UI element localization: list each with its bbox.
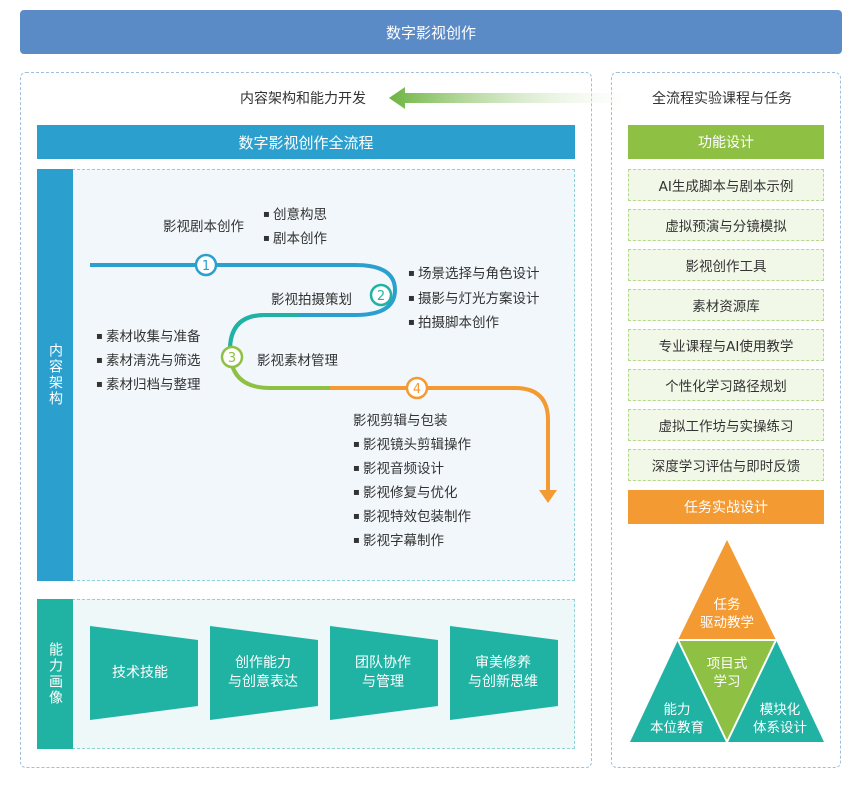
stage-1-item: 剧本创作 bbox=[263, 227, 327, 247]
function-item: 素材资源库 bbox=[628, 289, 824, 321]
process-title: 数字影视创作全流程 bbox=[238, 133, 374, 152]
stage-4-number: 4 bbox=[413, 382, 421, 397]
task-design-header: 任务实战设计 bbox=[628, 490, 824, 524]
triangle-center bbox=[678, 640, 776, 742]
function-item: 个性化学习路径规划 bbox=[628, 369, 824, 401]
flow-segment-2 bbox=[228, 313, 300, 351]
stage-3-number: 3 bbox=[228, 351, 236, 366]
stage-2-item: 拍摄脚本创作 bbox=[408, 311, 499, 331]
triangle-right-label: 模块化 体系设计 bbox=[753, 702, 807, 736]
page-title-banner: 数字影视创作 bbox=[20, 10, 842, 54]
triangle-left-label: 能力 本位教育 bbox=[650, 702, 704, 736]
page-title: 数字影视创作 bbox=[385, 23, 476, 42]
content-architecture-label: 内容架构 bbox=[37, 169, 73, 581]
stage-2-item: 场景选择与角色设计 bbox=[408, 262, 540, 282]
stage-3-item: 素材清洗与筛选 bbox=[96, 349, 201, 369]
function-item: 虚拟工作坊与实操练习 bbox=[628, 409, 824, 441]
direction-arrow bbox=[389, 87, 630, 109]
function-item: 影视创作工具 bbox=[628, 249, 824, 281]
arrow-down-icon bbox=[539, 490, 557, 503]
stage-3-name: 影视素材管理 bbox=[257, 353, 338, 369]
stage-1-item: 创意构思 bbox=[263, 203, 327, 223]
ability-item: 技术技能 bbox=[112, 664, 168, 681]
stage-1-marker bbox=[194, 253, 218, 277]
function-item: 深度学习评估与即时反馈 bbox=[628, 449, 824, 481]
stage-3-item: 素材归档与整理 bbox=[96, 373, 201, 393]
triangle-right bbox=[727, 640, 824, 742]
stage-2-item: 摄影与灯光方案设计 bbox=[408, 287, 540, 307]
stage-1-name: 影视剧本创作 bbox=[163, 219, 244, 235]
ability-shape-3 bbox=[330, 626, 438, 720]
left-panel bbox=[20, 72, 592, 768]
stage-2-marker bbox=[369, 283, 393, 307]
stage-4-marker bbox=[405, 376, 429, 400]
ability-shape-1 bbox=[90, 626, 198, 720]
stage-2-number: 2 bbox=[377, 289, 385, 304]
triangle-top bbox=[678, 540, 776, 640]
triangle-top-label: 任务 驱动教学 bbox=[700, 597, 754, 631]
stage-1-number: 1 bbox=[202, 259, 210, 274]
stage-4-item: 影视字幕制作 bbox=[353, 529, 444, 549]
stage-4-item: 影视特效包装制作 bbox=[353, 505, 471, 525]
ability-portrait-label: 能力画像 bbox=[37, 599, 73, 749]
ability-shape-4 bbox=[450, 626, 558, 720]
right-panel bbox=[611, 72, 841, 768]
triangle-center-label: 项目式 学习 bbox=[706, 656, 748, 690]
stage-4-item: 影视镜头剪辑操作 bbox=[353, 433, 471, 453]
function-item: AI生成脚本与剧本示例 bbox=[628, 169, 824, 201]
ability-item: 创作能力 与创意表达 bbox=[228, 655, 298, 690]
process-title-bar: 数字影视创作全流程 bbox=[37, 125, 575, 159]
function-item: 虚拟预演与分镜模拟 bbox=[628, 209, 824, 241]
ability-item: 审美修养 与创新思维 bbox=[468, 655, 538, 690]
ability-shape-2 bbox=[210, 626, 318, 720]
ability-item: 团队协作 与管理 bbox=[355, 655, 411, 690]
function-item: 专业课程与AI使用教学 bbox=[628, 329, 824, 361]
arrow-left-icon bbox=[389, 87, 630, 109]
flow-segment-4 bbox=[330, 386, 550, 490]
stage-4-item: 影视修复与优化 bbox=[353, 481, 458, 501]
triangle-left bbox=[630, 640, 727, 742]
left-panel-caption: 内容架构和能力开发 bbox=[240, 91, 366, 107]
function-design-header: 功能设计 bbox=[628, 125, 824, 159]
stage-3-marker bbox=[220, 345, 244, 369]
stage-2-name: 影视拍摄策划 bbox=[271, 292, 352, 308]
stage-4-item: 影视音频设计 bbox=[353, 457, 444, 477]
stage-3-item: 素材收集与准备 bbox=[96, 325, 201, 345]
stage-4-name: 影视剪辑与包装 bbox=[353, 413, 448, 429]
right-panel-caption: 全流程实验课程与任务 bbox=[652, 91, 792, 107]
